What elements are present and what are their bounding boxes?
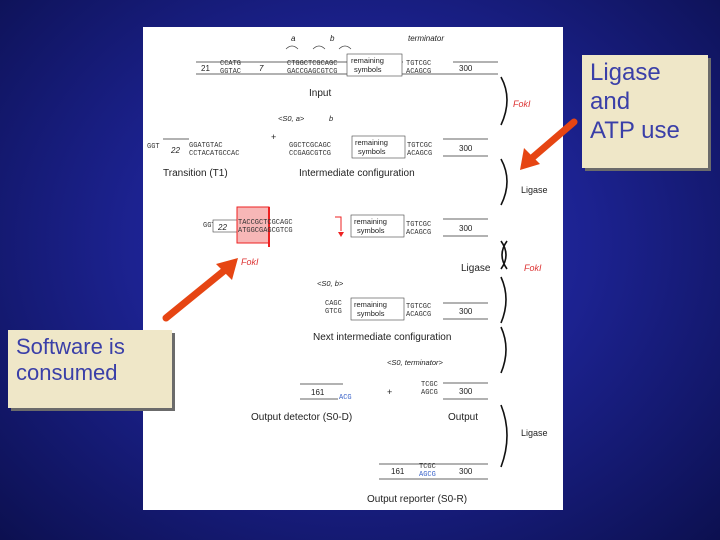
- foki-site-highlight: [236, 206, 270, 244]
- callout-line: ATP use: [590, 116, 680, 144]
- seq-ligated-top: TACCGCTCGCAGC: [238, 219, 293, 227]
- callout-line: and: [590, 87, 631, 115]
- automaton-diagram: a b terminator 21 CCATG GGTAC 7 CTGGCTCG…: [147, 34, 548, 505]
- svg-text:TGTCGC: TGTCGC: [407, 142, 432, 150]
- seq-output-top: TCGC: [421, 381, 438, 389]
- remaining-box-3: [350, 214, 405, 238]
- svg-text:300: 300: [459, 144, 473, 153]
- bp-22: 22: [170, 146, 180, 155]
- callout-line: Software is: [16, 334, 125, 359]
- label-b-2: b: [329, 114, 333, 123]
- label-intermediate: Intermediate configuration: [299, 168, 415, 179]
- symbol-brackets: [285, 45, 352, 50]
- label-s0b: <S0, b>: [317, 279, 344, 288]
- svg-text:GGT: GGT: [203, 222, 216, 230]
- label-next-intermediate: Next intermediate configuration: [313, 332, 451, 343]
- flow-arrow-4: [500, 276, 507, 324]
- arrow-to-ligase: [520, 118, 578, 170]
- callout-line: Ligase: [590, 59, 661, 86]
- svg-text:remaining: remaining: [354, 217, 387, 226]
- seq-output-bottom: AGCG: [421, 389, 438, 397]
- seq-reporter-bottom: AGCG: [419, 471, 436, 479]
- svg-text:symbols: symbols: [357, 309, 385, 318]
- label-ligase-3: Ligase: [521, 428, 548, 438]
- svg-text:ACG: ACG: [339, 394, 352, 402]
- svg-text:ACAGCG: ACAGCG: [406, 229, 431, 237]
- svg-text:22: 22: [217, 223, 227, 232]
- svg-text:symbols: symbols: [358, 147, 386, 156]
- callout-software-consumed: Software is consumed: [8, 330, 172, 408]
- seq-intermediate-top: GGCTCGCAGC: [289, 142, 331, 150]
- label-input: Input: [309, 88, 331, 99]
- svg-text:300: 300: [459, 467, 473, 476]
- label-s0a: <S0, a>: [278, 114, 305, 123]
- svg-text:+: +: [271, 132, 276, 142]
- callout-ligase-atp: Ligase and ATP use: [582, 55, 708, 168]
- svg-text:symbols: symbols: [354, 65, 382, 74]
- label-foki-1: FokI: [513, 99, 531, 109]
- svg-text:remaining: remaining: [354, 300, 387, 309]
- seq-terminator-bottom: ACAGCG: [406, 68, 431, 76]
- label-ligase-2: Ligase: [461, 263, 491, 274]
- seq-intermediate-bottom: CCGAGCGTCG: [289, 150, 331, 158]
- label-s0-terminator: <S0, terminator>: [387, 358, 443, 367]
- seq-input-left-top: CCATG: [220, 60, 241, 68]
- label-output-reporter: Output reporter (S0-R): [367, 494, 467, 505]
- bp-7: 7: [259, 64, 264, 73]
- label-transition: Transition (T1): [163, 168, 228, 179]
- svg-text:ACAGCG: ACAGCG: [407, 150, 432, 158]
- seq-input-mid-bottom: GACCGAGCGTCG: [287, 68, 337, 76]
- flow-arrow-5: [500, 326, 507, 374]
- svg-text:300: 300: [459, 387, 473, 396]
- seq-terminator-top: TGTCGC: [406, 60, 431, 68]
- bp-300: 300: [459, 64, 473, 73]
- label-a: a: [291, 34, 296, 43]
- remaining-box-1: [346, 53, 403, 77]
- label-b: b: [330, 34, 335, 43]
- seq-next-bottom: GTCG: [325, 308, 342, 316]
- flow-arrow-2: [500, 158, 508, 206]
- svg-text:remaining: remaining: [355, 138, 388, 147]
- flow-arrow-6: [500, 404, 508, 468]
- seq-next-top: CAGC: [325, 300, 342, 308]
- label-output: Output: [448, 412, 478, 423]
- bp-161: 161: [311, 388, 325, 397]
- svg-text:symbols: symbols: [357, 226, 385, 235]
- arrow-to-foki-site: [162, 258, 238, 322]
- flow-arrow-3: [500, 240, 508, 270]
- seq-transition-bottom: CCTACATGCCAC: [189, 150, 239, 158]
- label-terminator: terminator: [408, 34, 444, 43]
- label-output-detector: Output detector (S0-D): [251, 412, 352, 423]
- svg-text:TGTCGC: TGTCGC: [406, 221, 431, 229]
- seq-input-left-bottom: GGTAC: [220, 68, 241, 76]
- seq-input-mid-top: CTGGCTCGCAGC: [287, 60, 337, 68]
- label-ligase-1: Ligase: [521, 185, 548, 195]
- remaining-box-2: [351, 135, 406, 159]
- bp-21: 21: [201, 64, 210, 73]
- svg-text:remaining: remaining: [351, 56, 384, 65]
- label-foki-3: FokI: [524, 263, 542, 273]
- seq-transition-top: GGATGTAC: [189, 142, 223, 150]
- svg-text:GGT: GGT: [147, 143, 160, 151]
- svg-text:300: 300: [459, 224, 473, 233]
- remaining-box-4: [350, 297, 405, 321]
- dna-computer-figure: a b terminator 21 CCATG GGTAC 7 CTGGCTCG…: [143, 27, 563, 510]
- svg-text:ACAGCG: ACAGCG: [406, 311, 431, 319]
- seq-ligated-bottom: ATGGCGAGCGTCG: [238, 227, 293, 235]
- seq-reporter-top: TCGC: [419, 463, 436, 471]
- flow-arrow-1: [500, 76, 508, 126]
- callout-line: consumed: [16, 360, 118, 386]
- label-foki-2: FokI: [241, 257, 259, 267]
- svg-text:+: +: [387, 387, 392, 397]
- svg-text:300: 300: [459, 307, 473, 316]
- svg-text:TGTCGC: TGTCGC: [406, 303, 431, 311]
- svg-text:161: 161: [391, 467, 405, 476]
